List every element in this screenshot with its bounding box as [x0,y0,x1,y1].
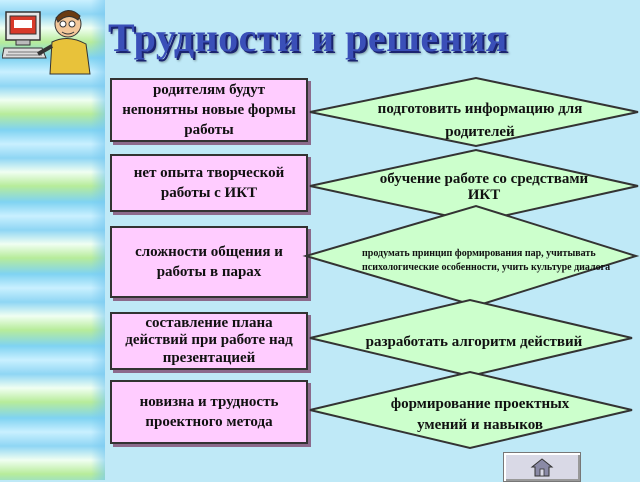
solution-diamond [309,370,633,450]
solution-text: разработать алгоритм действий [365,334,583,350]
computer-mascot-icon [2,10,91,75]
solution-diamond [302,204,640,308]
home-button[interactable] [503,452,581,482]
decorative-side-band [0,0,105,480]
solution-text: продумать принцип формирования пар, учит… [362,247,611,274]
solution-text: обучение работе со средствами ИКТ [379,171,589,203]
solution-text: формирование проектных умений и навыков [390,396,570,433]
problem-box: составление плана действий при работе на… [110,312,308,370]
problem-box: новизна и трудность проектного метода [110,380,308,444]
home-icon [530,458,554,477]
solution-diamond [309,148,639,224]
problem-box: сложности общения и работы в парах [110,226,308,298]
problem-box: родителям будут непонятны новые формы ра… [110,78,308,142]
solution-diamond [309,298,633,378]
problem-box: нет опыта творческой работы с ИКТ [110,154,308,212]
solution-text: подготовить информацию для родителей [377,100,583,140]
page-title: Трудности и решения [108,15,508,60]
solution-diamond [309,76,639,148]
